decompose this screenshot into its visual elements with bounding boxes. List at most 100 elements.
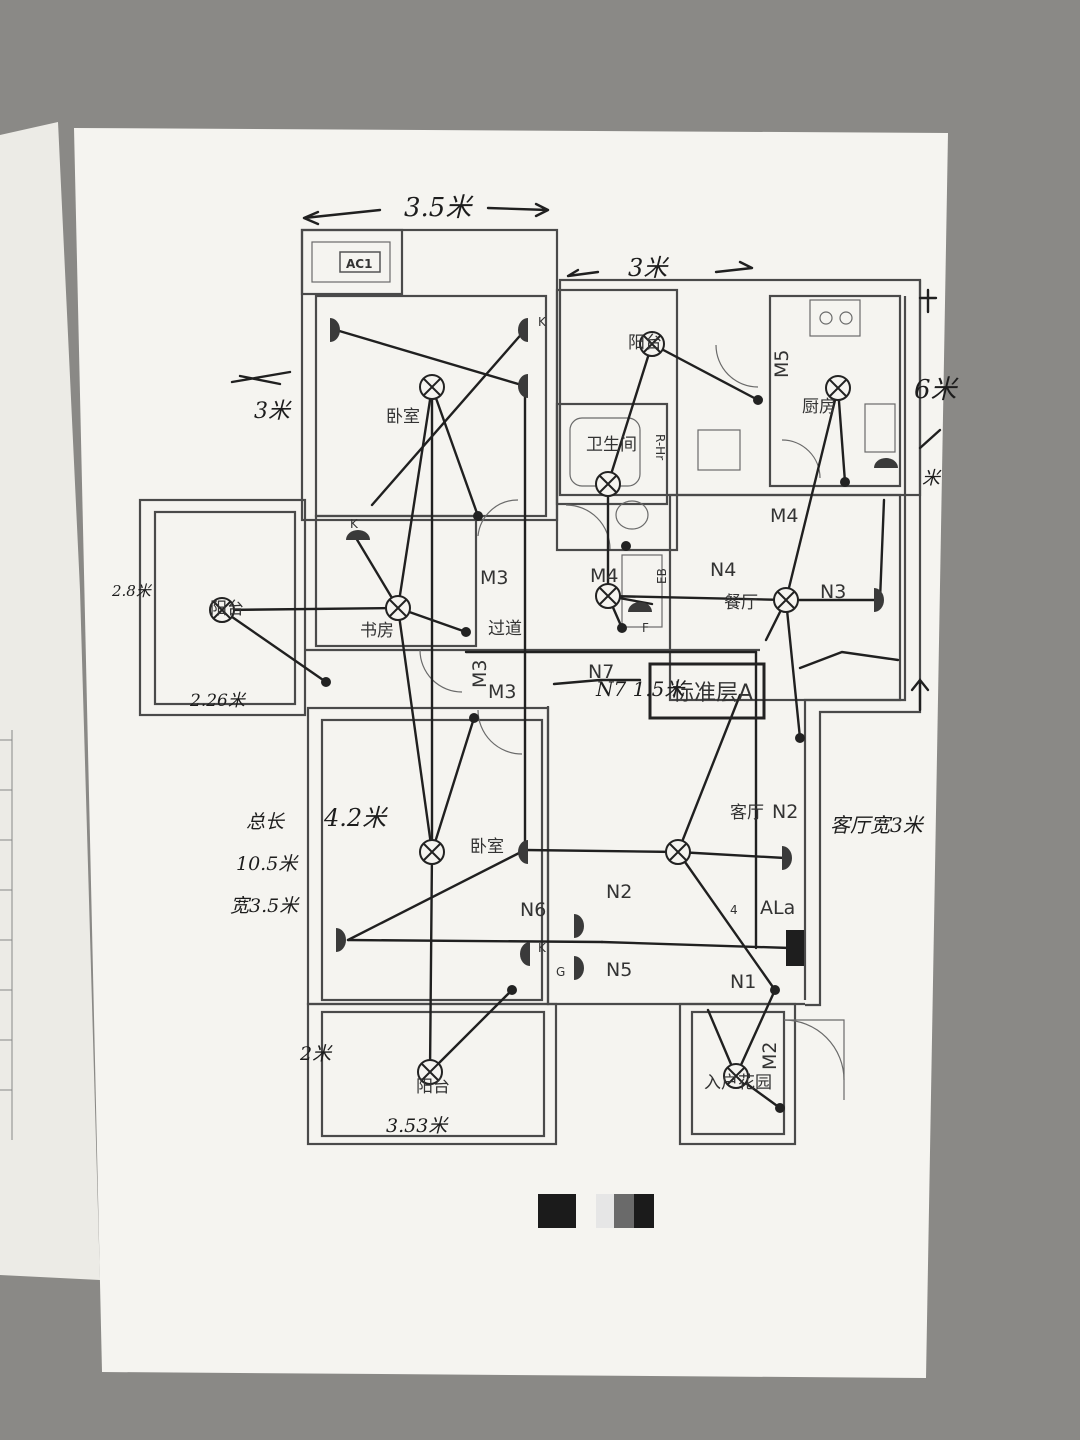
circuit-code-n7: N7 bbox=[588, 661, 614, 683]
switch-icon bbox=[321, 677, 331, 687]
socket-icon bbox=[336, 928, 346, 952]
dim-total-length-label: 总长 bbox=[246, 811, 286, 833]
shower-tray-icon bbox=[697, 429, 741, 471]
dim-total-length-value: 10.5米 bbox=[236, 853, 299, 875]
socket-icon bbox=[628, 602, 652, 612]
stove-icon bbox=[809, 299, 861, 337]
room-label-balcony-bottom: 阳台 bbox=[416, 1077, 450, 1097]
switch-icon bbox=[617, 623, 627, 633]
toilet-icon bbox=[615, 500, 649, 530]
wiring bbox=[220, 328, 900, 1110]
dim-right-height-b: 米 bbox=[922, 468, 942, 489]
socket-icon bbox=[782, 846, 792, 870]
lamp-icon bbox=[419, 839, 445, 865]
lamp-icon bbox=[209, 597, 235, 623]
ac-unit-box bbox=[311, 241, 391, 283]
dim-corridor: N7 1.5米 bbox=[595, 677, 686, 701]
door-code-m5: M5 bbox=[771, 350, 793, 378]
switches bbox=[321, 395, 850, 1113]
washer-icon bbox=[621, 554, 663, 628]
socket-icon bbox=[330, 318, 340, 342]
panel-code-ala: ALa bbox=[760, 897, 795, 919]
lamp-icon bbox=[385, 595, 411, 621]
room-label-dining: 餐厅 bbox=[724, 593, 758, 613]
room-label-bedroom-top: 卧室 bbox=[386, 407, 420, 427]
lamp-icon bbox=[723, 1063, 749, 1089]
switch-icon bbox=[507, 985, 517, 995]
dim-bottom-balcony-height: 2米 bbox=[299, 1043, 333, 1065]
circuit-code-n5: N5 bbox=[606, 959, 632, 981]
dim-living-width: 客厅宽3米 bbox=[830, 813, 925, 837]
socket-icon bbox=[346, 530, 370, 540]
distribution-box-icon bbox=[786, 930, 804, 966]
lamp-icon bbox=[417, 1059, 443, 1085]
circuit-code-n6: N6 bbox=[520, 899, 546, 921]
dim-left-balcony-width: 2.26米 bbox=[189, 691, 247, 711]
circuit-code-n4: N4 bbox=[710, 559, 736, 581]
room-label-bathroom: 卫生间 bbox=[586, 435, 637, 455]
dim-left-top: 3米 bbox=[254, 399, 292, 424]
dim-bedroom-length: 4.2米 bbox=[323, 804, 388, 832]
room-label-corridor: 过道 bbox=[488, 619, 522, 639]
dim-left-balcony: 2.8米 bbox=[111, 582, 153, 600]
lamp-icon bbox=[665, 839, 691, 865]
socket-icon bbox=[518, 374, 528, 398]
tag-k: K bbox=[538, 315, 547, 329]
socket-icon bbox=[574, 914, 584, 938]
door-code-m3: M3 bbox=[469, 660, 491, 688]
lamp-icon bbox=[825, 375, 851, 401]
left-sheet-table-lines bbox=[0, 730, 13, 1140]
room-label-living: 客厅 bbox=[730, 803, 764, 823]
door-code-m4: M4 bbox=[770, 505, 798, 527]
plan-title: 标准层A bbox=[672, 681, 753, 706]
room-label-bedroom-bottom: 卧室 bbox=[470, 837, 504, 857]
switch-icon bbox=[795, 733, 805, 743]
switch-icon bbox=[621, 541, 631, 551]
dim-right-height: 6米 bbox=[914, 375, 960, 405]
tag-rh: R-Hr bbox=[653, 434, 667, 460]
door-code-m3: M3 bbox=[488, 681, 516, 703]
lamp-icon bbox=[419, 374, 445, 400]
lamp-icon bbox=[595, 471, 621, 497]
panel-code-ac1: AC1 bbox=[346, 257, 372, 271]
circuit-code-n3: N3 bbox=[820, 581, 846, 603]
switch-icon bbox=[753, 395, 763, 405]
lamps bbox=[209, 331, 851, 1089]
socket-icon bbox=[874, 588, 884, 612]
socket-icon bbox=[574, 956, 584, 980]
switch-icon bbox=[469, 713, 479, 723]
room-label-study: 书房 bbox=[360, 621, 394, 641]
dim-bottom-balcony-width: 3.53米 bbox=[386, 1115, 449, 1137]
left-paper-sheet bbox=[0, 122, 100, 1280]
socket-icon bbox=[874, 458, 898, 468]
socket-icon bbox=[518, 318, 528, 342]
room-label-balcony-top: 阳台 bbox=[628, 333, 662, 353]
switch-icon bbox=[775, 1103, 785, 1113]
dim-top-width: 3.5米 bbox=[404, 193, 474, 223]
dimension-arrows bbox=[230, 202, 942, 712]
door-code-m2: M2 bbox=[759, 1042, 781, 1070]
switch-icon bbox=[770, 985, 780, 995]
sockets bbox=[330, 318, 898, 980]
room-label-kitchen: 厨房 bbox=[802, 397, 836, 417]
lamp-icon bbox=[773, 587, 799, 613]
blurred-watermark bbox=[538, 1194, 654, 1228]
socket-icon bbox=[520, 942, 530, 966]
dim-mid-width: 3米 bbox=[628, 254, 669, 282]
dim-width: 宽3.5米 bbox=[230, 895, 300, 917]
tag-f: F bbox=[642, 621, 649, 635]
switch-icon bbox=[473, 511, 483, 521]
tag-four: 4 bbox=[730, 903, 738, 917]
lamp-icon bbox=[595, 583, 621, 609]
tag-eb: EB bbox=[655, 568, 669, 584]
room-label-balcony-left: 阳台 bbox=[210, 599, 244, 619]
kitchen-sink-icon bbox=[864, 403, 896, 453]
room-label-entrance: 入户花园 bbox=[704, 1073, 772, 1093]
tag-k: K bbox=[538, 941, 547, 955]
door-code-m3: M3 bbox=[480, 567, 508, 589]
circuit-code-n2: N2 bbox=[772, 801, 798, 823]
title-box bbox=[648, 662, 766, 720]
switch-icon bbox=[840, 477, 850, 487]
circuit-code-n2: N2 bbox=[606, 881, 632, 903]
